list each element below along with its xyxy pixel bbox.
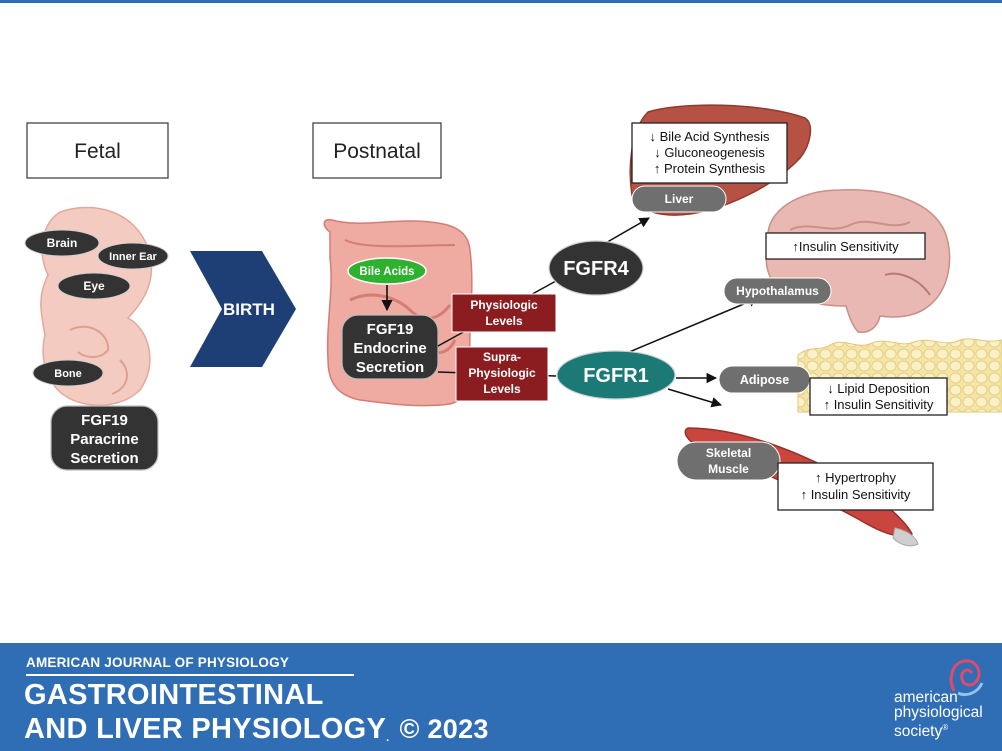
fgfr1-node: FGFR1: [556, 350, 676, 400]
muscle-node: Skeletal Muscle: [676, 441, 781, 481]
liver-node: Liver: [631, 185, 727, 213]
fetal-site-brain-label: Brain: [47, 236, 78, 250]
top-rule: [0, 0, 1002, 3]
supra-levels-line2: Physiologic: [468, 366, 536, 380]
fgfr4-node: FGFR4: [548, 240, 644, 296]
muscle-effect-2: ↑ Insulin Sensitivity: [801, 487, 911, 502]
hypothalamus-effects-box: ↑Insulin Sensitivity: [765, 232, 926, 260]
fetal-site-eye: Eye: [57, 272, 131, 300]
hypothalamus-node: Hypothalamus: [723, 277, 832, 305]
fgf19-signaling-diagram: Fetal Postnatal Brain Inner Ear Eye Bone…: [24, 104, 1002, 547]
physiologic-levels-box: Physiologic Levels: [451, 293, 557, 333]
adipose-node: Adipose: [718, 365, 811, 394]
liver-effect-1: ↓ Bile Acid Synthesis: [650, 129, 770, 144]
arrow-fgfr1-to-muscle: [667, 388, 723, 408]
adipose-effects-box: ↓ Lipid Deposition ↑ Insulin Sensitivity: [809, 377, 948, 416]
journal-title-line1: GASTROINTESTINAL: [24, 679, 324, 711]
supra-levels-line1: Supra-: [483, 350, 521, 364]
copyright-notice: © 2023: [399, 714, 489, 744]
fgf19-endocrine-line3: Secretion: [356, 359, 424, 376]
society-registered-mark: ®: [942, 723, 949, 732]
bile-acids-node: Bile Acids: [347, 257, 427, 285]
society-name-line3-row: society®: [894, 720, 983, 739]
muscle-effects-box: ↑ Hypertrophy ↑ Insulin Sensitivity: [777, 462, 934, 511]
liver-effect-2: ↓ Gluconeogenesis: [654, 145, 765, 160]
fetal-site-inner-ear: Inner Ear: [97, 242, 169, 270]
stage-postnatal: Postnatal: [312, 122, 442, 179]
hypothalamus-effect-1: ↑Insulin Sensitivity: [792, 239, 899, 254]
arrow-fgfr1-to-hypothalamus: [614, 296, 759, 359]
society-name-line1: american: [894, 689, 958, 706]
adipose-effect-1: ↓ Lipid Deposition: [827, 381, 930, 396]
hypothalamus-label: Hypothalamus: [736, 284, 819, 298]
adipose-label: Adipose: [740, 373, 789, 387]
muscle-label-line1: Skeletal: [706, 446, 751, 460]
fgf19-endocrine-node: FGF19 Endocrine Secretion: [341, 314, 439, 380]
fgf19-paracrine-line1: FGF19: [81, 412, 128, 429]
stage-fetal-label: Fetal: [74, 140, 121, 163]
birth-chevron: BIRTH: [190, 251, 296, 367]
supra-levels-line3: Levels: [483, 382, 521, 396]
physiologic-levels-line2: Levels: [485, 314, 523, 328]
journal-footer: AMERICAN JOURNAL OF PHYSIOLOGY GASTROINT…: [0, 643, 1002, 751]
fgf19-paracrine-line3: Secretion: [70, 450, 138, 467]
society-name: american physiological society®: [894, 689, 983, 740]
bile-acids-label: Bile Acids: [359, 266, 414, 278]
physiologic-levels-line1: Physiologic: [470, 298, 538, 312]
liver-label: Liver: [665, 192, 694, 206]
stage-fetal: Fetal: [26, 122, 169, 179]
fetal-site-eye-label: Eye: [83, 279, 105, 293]
fetal-site-bone-label: Bone: [54, 368, 82, 380]
journal-title-mark: .: [386, 732, 390, 744]
fetal-site-bone: Bone: [32, 359, 104, 387]
birth-label: BIRTH: [223, 300, 275, 319]
journal-title-line2-row: AND LIVER PHYSIOLOGY. © 2023: [24, 715, 489, 744]
liver-effect-3: ↑ Protein Synthesis: [654, 161, 766, 176]
fgf19-paracrine-line2: Paracrine: [70, 431, 138, 448]
supra-physiologic-levels-box: Supra- Physiologic Levels: [455, 346, 549, 402]
liver-effects-box: ↓ Bile Acid Synthesis ↓ Gluconeogenesis …: [631, 122, 788, 184]
journal-supertitle: AMERICAN JOURNAL OF PHYSIOLOGY: [26, 655, 290, 670]
adipose-effect-2: ↑ Insulin Sensitivity: [824, 397, 934, 412]
fgfr1-label: FGFR1: [583, 365, 649, 387]
brain-illustration: [765, 189, 951, 334]
fetal-site-brain: Brain: [24, 229, 100, 257]
fgfr4-label: FGFR4: [563, 258, 629, 280]
society-logo-icon: [949, 659, 984, 697]
fgf19-endocrine-line2: Endocrine: [353, 340, 426, 357]
society-name-line2: physiological: [894, 704, 983, 721]
fgf19-endocrine-line1: FGF19: [367, 321, 414, 338]
journal-title-line2: AND LIVER PHYSIOLOGY: [24, 713, 387, 745]
fetal-site-inner-ear-label: Inner Ear: [109, 251, 157, 263]
muscle-label-line2: Muscle: [708, 462, 749, 476]
fgf19-paracrine-node: FGF19 Paracrine Secretion: [50, 405, 159, 471]
stage-postnatal-label: Postnatal: [333, 140, 421, 163]
society-name-line3: society: [894, 723, 943, 741]
journal-divider: [26, 674, 354, 676]
muscle-effect-1: ↑ Hypertrophy: [815, 470, 896, 485]
